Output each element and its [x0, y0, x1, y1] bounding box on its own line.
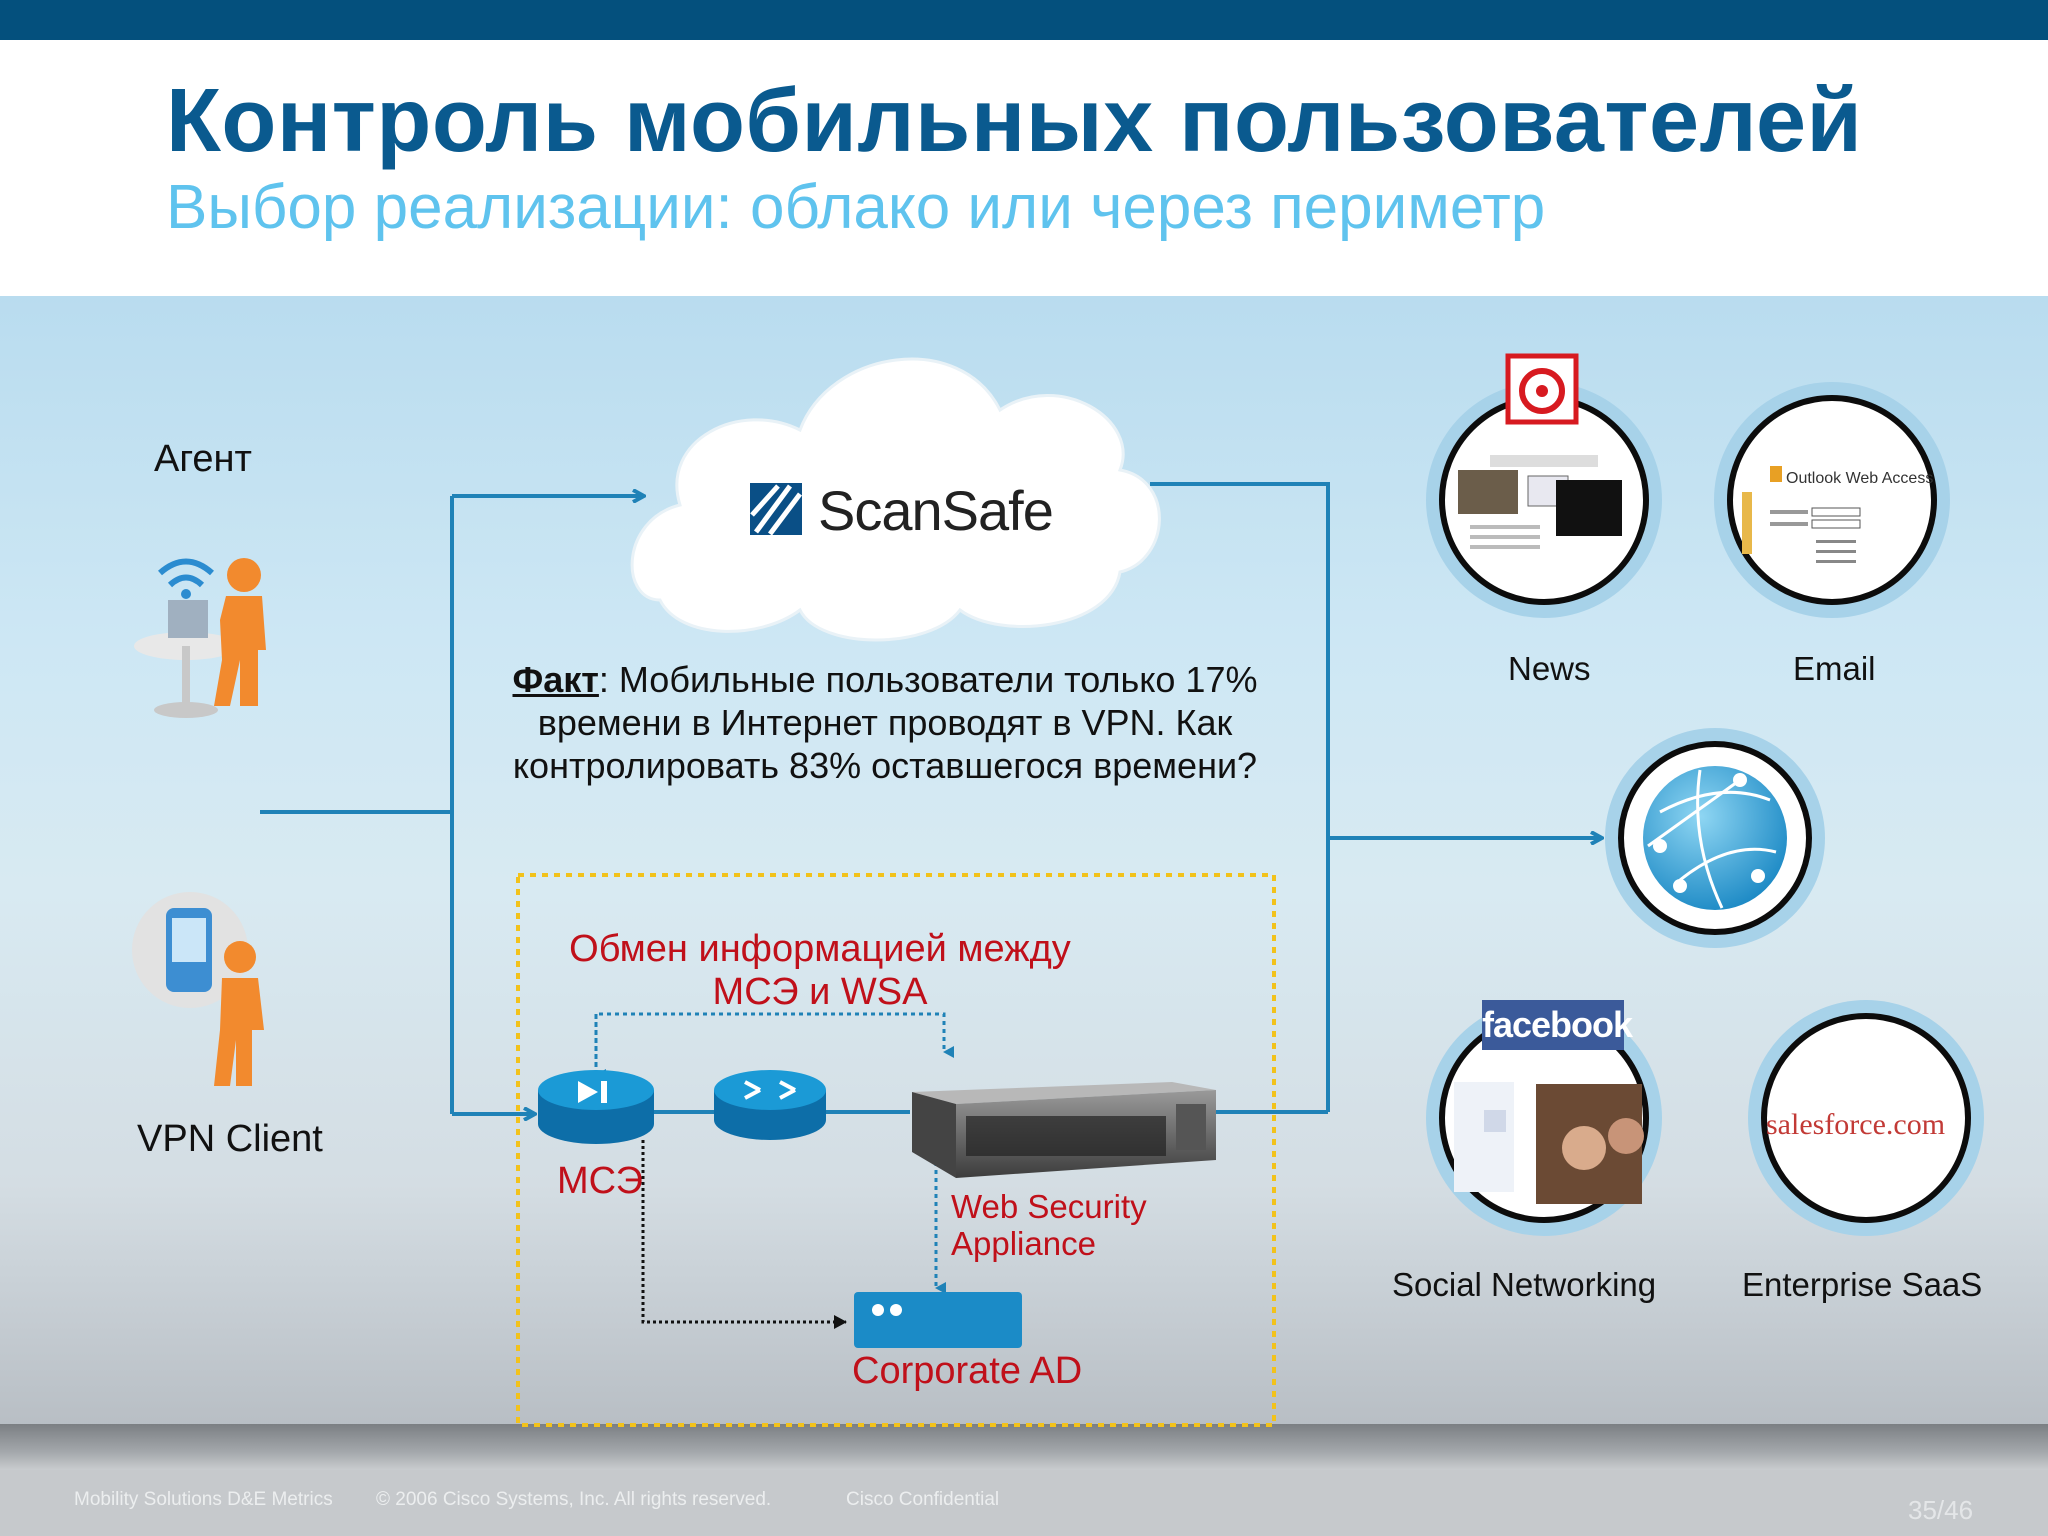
exchange-arrows — [594, 1012, 954, 1294]
ad-link-arrow — [641, 1140, 847, 1329]
corporate-ad-label: Corporate AD — [852, 1350, 1083, 1392]
scansafe-brand: ScanSafe — [818, 479, 1054, 542]
bottom-shadow-bar — [0, 1424, 2048, 1470]
fact-bold: Факт — [512, 659, 599, 700]
footer-copyright: © 2006 Cisco Systems, Inc. All rights re… — [376, 1489, 772, 1510]
enterprise-saas-service-icon — [1748, 1000, 1984, 1236]
vpn-client-label: VPN Client — [137, 1118, 323, 1160]
slide-header — [0, 40, 2048, 296]
slide-title: Контроль мобильных пользователей — [166, 71, 1863, 171]
page-number: 35/46 — [1908, 1495, 1974, 1525]
router-icon — [714, 1070, 826, 1140]
firewall-icon — [538, 1070, 654, 1144]
enterprise-saas-label: Enterprise SaaS — [1742, 1266, 1983, 1303]
internet-globe-icon — [1605, 728, 1825, 948]
scansafe-cloud — [630, 357, 1161, 642]
vpn-user-icon — [132, 892, 264, 1086]
agent-label: Агент — [154, 438, 252, 480]
agent-user-icon — [134, 558, 266, 718]
corporate-ad-icon — [854, 1292, 1022, 1348]
exchange-label: Обмен информацией между МСЭ и WSA — [569, 928, 1071, 1013]
social-networking-service-icon — [1426, 1000, 1662, 1236]
news-service-icon — [1426, 353, 1662, 618]
email-service-icon — [1714, 382, 1950, 618]
slide-subtitle: Выбор реализации: облако или через перим… — [166, 173, 1546, 242]
footer-left-text: Mobility Solutions D&E Metrics — [74, 1489, 333, 1510]
top-bar — [0, 0, 2048, 40]
wsa-label: Web Security Appliance — [951, 1188, 1147, 1262]
web-security-appliance-icon — [912, 1082, 1216, 1178]
outlook-label: Outlook Web Access — [1786, 470, 1933, 487]
social-networking-label: Social Networking — [1392, 1266, 1657, 1303]
email-label: Email — [1793, 650, 1876, 687]
scansafe-logo-icon — [750, 483, 802, 536]
firewall-label: МСЭ — [557, 1160, 643, 1202]
salesforce-logo: salesforce.com — [1766, 1108, 1946, 1141]
slide-footer — [0, 1470, 2048, 1536]
fact-body: : Мобильные пользователи только 17% врем… — [512, 659, 1258, 786]
news-label: News — [1508, 650, 1591, 687]
footer-confidential: Cisco Confidential — [846, 1489, 1000, 1510]
perimeter-box — [516, 873, 1276, 1427]
connection-lines — [260, 482, 1602, 1114]
fact-text: Факт: Мобильные пользователи только 17% … — [470, 658, 1300, 787]
facebook-logo: facebook — [1482, 1000, 1633, 1050]
